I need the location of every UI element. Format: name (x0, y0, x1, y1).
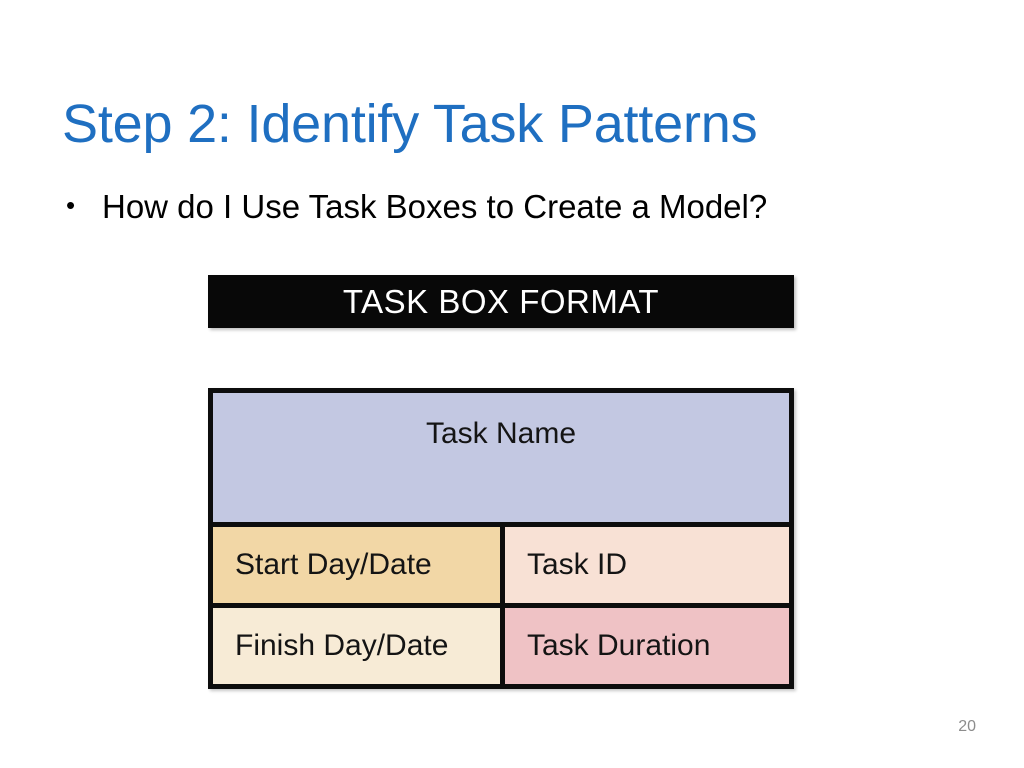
task-box-row-finish: Finish Day/Date Task Duration (213, 603, 789, 684)
cell-task-duration: Task Duration (500, 608, 789, 684)
bullet-point-icon: • (66, 190, 76, 220)
slide-page-number: 20 (958, 718, 976, 735)
task-box-diagram: Task Name Start Day/Date Task ID Finish … (208, 388, 794, 689)
page-title: Step 2: Identify Task Patterns (62, 94, 758, 155)
format-banner-label: TASK BOX FORMAT (342, 283, 660, 320)
task-box-row-name: Task Name (213, 393, 789, 522)
cell-task-id: Task ID (500, 527, 789, 603)
cell-finish-day-date: Finish Day/Date (213, 608, 500, 684)
format-banner: TASK BOX FORMAT (208, 275, 794, 328)
task-box-format-figure: TASK BOX FORMAT (208, 275, 794, 328)
bullet-item-label: How do I Use Task Boxes to Create a Mode… (102, 188, 768, 225)
cell-start-day-date: Start Day/Date (213, 527, 500, 603)
bullet-list: • How do I Use Task Boxes to Create a Mo… (60, 186, 980, 227)
task-box-row-start: Start Day/Date Task ID (213, 522, 789, 603)
list-item: • How do I Use Task Boxes to Create a Mo… (60, 186, 980, 227)
cell-task-name: Task Name (213, 393, 789, 522)
